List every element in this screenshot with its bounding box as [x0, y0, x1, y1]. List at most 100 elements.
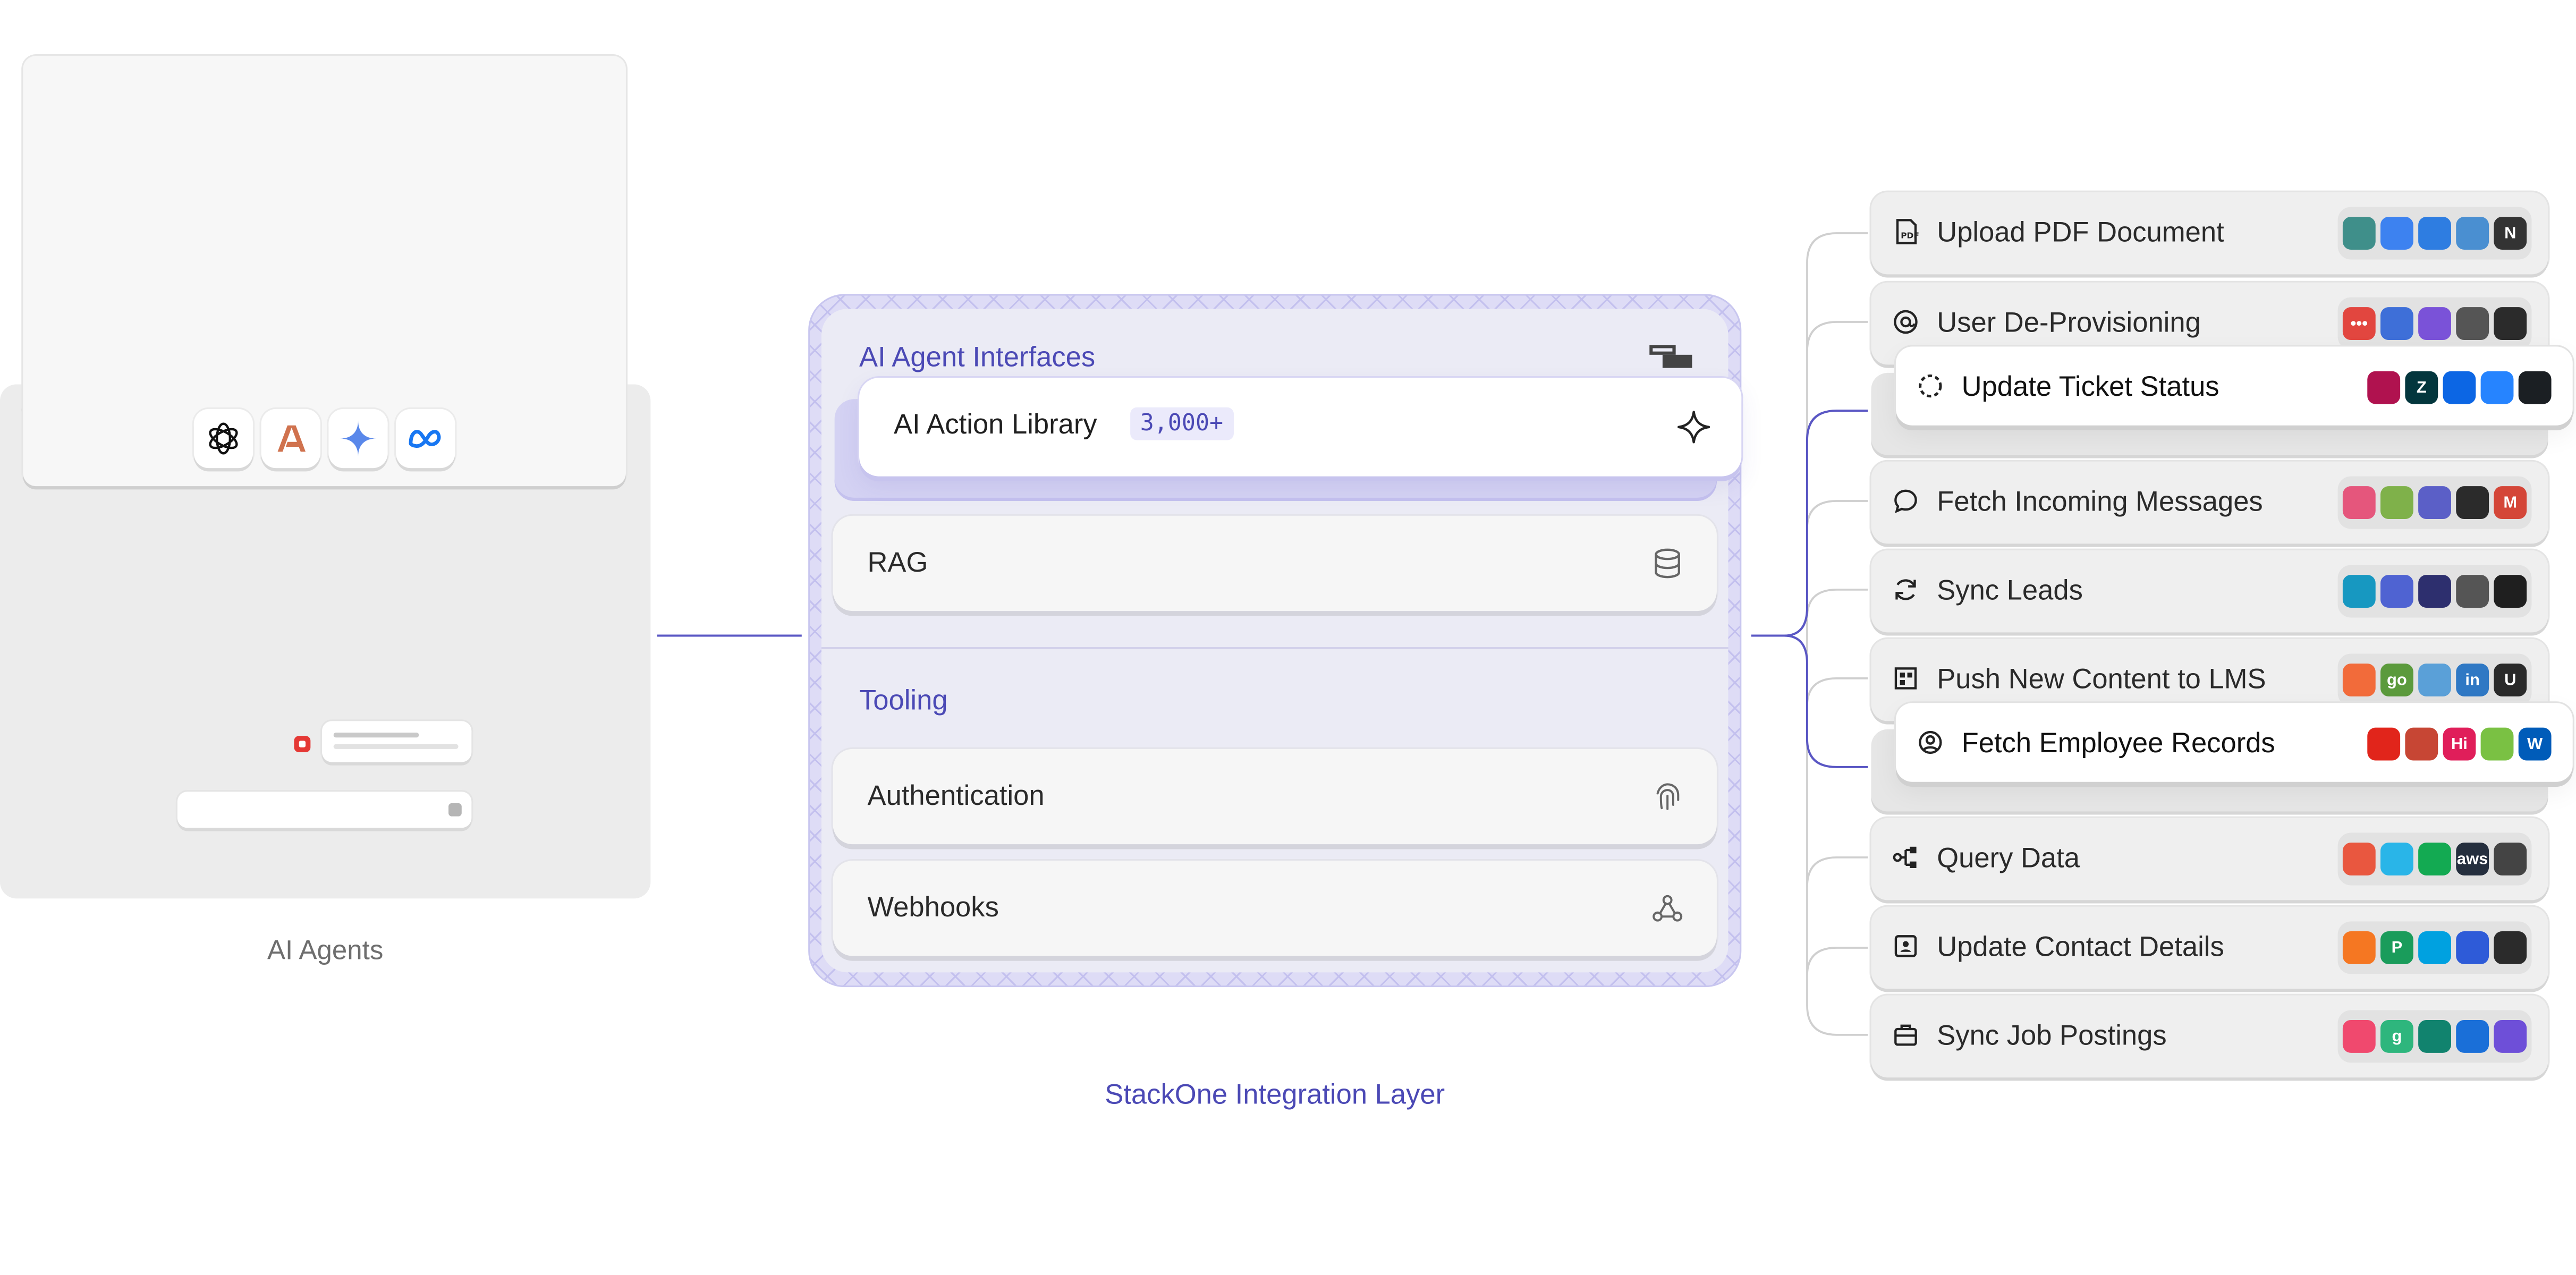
integration-logo-icon: [2418, 217, 2451, 250]
action-card[interactable]: Fetch Incoming Messages M: [1871, 461, 2548, 544]
integration-logo-icon: [2494, 575, 2527, 608]
integration-logo-icon: [2494, 931, 2527, 964]
action-label: Fetch Employee Records: [1961, 727, 2275, 759]
integration-logo-icon: [2418, 486, 2451, 520]
rag-card[interactable]: RAG: [833, 515, 1717, 611]
integration-logo-icon: g: [2380, 1020, 2413, 1053]
webhook-icon: [1653, 895, 1683, 922]
chat-input[interactable]: [177, 792, 472, 828]
integration-logo-icon: [2418, 843, 2451, 876]
integration-logo-icon: U: [2494, 664, 2527, 696]
integration-logos: N: [2337, 207, 2532, 260]
integration-logo-icon: [2418, 307, 2451, 341]
briefcase-icon: [1894, 1024, 1917, 1046]
ai-agent-interfaces-title: AI Agent Interfaces: [859, 342, 1096, 373]
integration-logo-icon: [2494, 843, 2527, 876]
chat-message-bubble: [321, 721, 472, 762]
integration-logo-icon: [2494, 307, 2527, 341]
chat-bubble-icon: [1894, 489, 1917, 513]
action-card[interactable]: Sync Leads: [1871, 550, 2548, 633]
integration-logos: g: [2337, 1010, 2532, 1063]
actions-tree-neutral: [1806, 232, 1868, 1036]
integration-logo-icon: [2342, 575, 2376, 608]
action-label: Fetch Incoming Messages: [1937, 486, 2263, 517]
integration-logos: •••: [2337, 297, 2532, 350]
integration-logo-icon: [2342, 843, 2376, 876]
integration-logo-icon: [2456, 575, 2489, 608]
integration-logo-icon: [2456, 307, 2489, 341]
integration-logos: P: [2337, 921, 2532, 974]
integration-logo-icon: in: [2456, 664, 2489, 696]
action-card[interactable]: Fetch Employee Records Hi W: [1895, 703, 2573, 782]
integration-logo-icon: [2380, 217, 2413, 250]
integration-logos: M: [2337, 476, 2532, 529]
ai-action-library-label: AI Action Library: [893, 409, 1097, 440]
user-at-icon: [1894, 310, 1918, 334]
tooling-title: Tooling: [859, 685, 948, 717]
integration-logo-icon: [2418, 1020, 2451, 1053]
rag-label: RAG: [867, 547, 928, 579]
action-card[interactable]: Update Contact Details P: [1871, 906, 2548, 989]
integration-logos: [2337, 565, 2532, 618]
integration-logo-icon: •••: [2342, 307, 2376, 341]
action-label: Sync Job Postings: [1937, 1020, 2167, 1051]
user-search-icon: [1919, 730, 1942, 754]
integration-logo-icon: [2518, 371, 2552, 404]
integration-logo-icon: [2480, 371, 2514, 404]
anthropic-icon: [261, 409, 320, 469]
authentication-card[interactable]: Authentication: [833, 749, 1717, 845]
integration-logo-icon: [2367, 371, 2401, 404]
action-label: Upload PDF Document: [1937, 217, 2224, 248]
integration-logos: aws: [2337, 832, 2532, 886]
openai-icon: [193, 409, 253, 469]
fingerprint-icon: [1656, 783, 1680, 810]
action-label: Sync Leads: [1937, 575, 2083, 606]
integration-logo-icon: [2418, 575, 2451, 608]
ai-action-library-card[interactable]: AI Action Library 3,000+: [859, 378, 1742, 477]
layout-icon: [1894, 667, 1917, 690]
database-icon: [1655, 548, 1680, 579]
record-indicator-icon: [294, 736, 311, 753]
contact-card-icon: [1894, 935, 1917, 957]
action-label: User De-Provisioning: [1937, 307, 2201, 338]
integration-logo-icon: aws: [2456, 843, 2489, 876]
integration-logo-icon: Hi: [2443, 727, 2476, 761]
meta-icon: [396, 409, 455, 469]
action-card[interactable]: Sync Job Postings g: [1871, 995, 2548, 1078]
integration-logo-icon: [2342, 931, 2376, 964]
refresh-icon: [1895, 579, 1916, 600]
integration-logo-icon: [2456, 217, 2489, 250]
integration-logo-icon: [2418, 664, 2451, 696]
action-count-badge: 3,000+: [1130, 407, 1233, 440]
integration-logo-icon: [2456, 1020, 2489, 1053]
integration-logo-icon: [2494, 1020, 2527, 1053]
interfaces-icon: [1649, 345, 1692, 368]
action-label: Push New Content to LMS: [1937, 664, 2266, 695]
integration-logo-icon: W: [2518, 727, 2552, 761]
integration-logo-icon: [2418, 931, 2451, 964]
section-divider: [821, 647, 1728, 649]
action-label: Update Contact Details: [1937, 931, 2224, 963]
actions-tree-highlight: [1784, 409, 1868, 768]
integration-logo-icon: [2380, 307, 2413, 341]
gemini-icon: [328, 409, 388, 469]
send-icon[interactable]: [448, 803, 462, 817]
ai-agents-caption: AI Agents: [267, 936, 384, 966]
integration-logo-icon: [2342, 486, 2376, 520]
agent-chat-area: [23, 56, 626, 487]
integration-logo-icon: [2456, 931, 2489, 964]
sparkle-icon: [1677, 411, 1710, 444]
integration-logo-icon: Z: [2405, 371, 2438, 404]
integration-logo-icon: [2456, 486, 2489, 520]
dashed-circle-icon: [1919, 374, 1942, 398]
webhooks-card[interactable]: Webhooks: [833, 861, 1717, 956]
integration-logo-icon: [2380, 575, 2413, 608]
integration-logo-icon: [2342, 217, 2376, 250]
integration-logos: Hi W: [2362, 718, 2556, 771]
